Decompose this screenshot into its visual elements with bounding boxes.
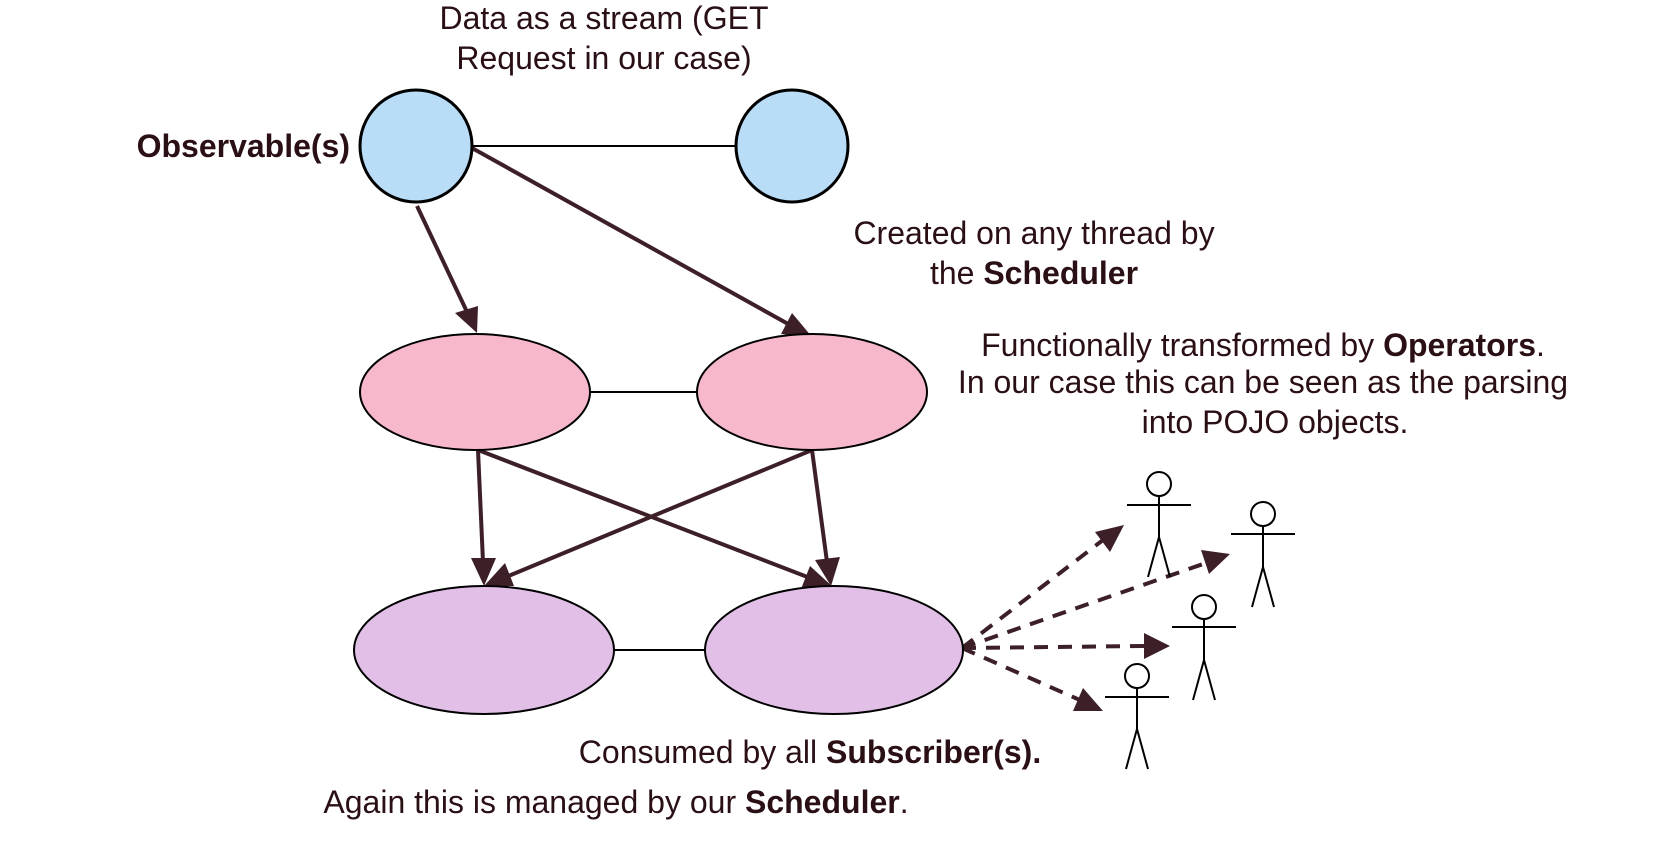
arrow-observable-to-operator-left [415,205,478,333]
stick-figure-subscriber-1 [1127,471,1191,578]
created-label-line2: the Scheduler [930,255,1138,291]
dashed-arrow-to-subscriber-3 [961,633,1170,659]
subscriber-node-left [353,585,615,715]
functional-label-line3: into POJO objects. [1142,404,1409,440]
data-stream-label-line1: Data as a stream (GET [440,0,769,36]
observable-node-left [358,88,474,204]
arrow-operator-right-to-subscriber-right [810,449,840,586]
data-stream-label-line2: Request in our case) [456,40,751,76]
observable-label: Observable(s) [137,128,350,164]
operator-node-right [696,333,928,451]
functional-label-line2: In our case this can be seen as the pars… [958,364,1568,400]
dashed-arrow-to-subscriber-4 [961,646,1103,711]
stick-figure-subscriber-3 [1172,594,1236,701]
dashed-arrow-to-subscriber-1 [960,525,1124,650]
arrow-observable-to-operator-right [471,146,812,337]
stick-figure-subscriber-4 [1105,663,1169,770]
observable-node-right [734,88,850,204]
created-label-line1: Created on any thread by [853,215,1214,251]
scheduler-keyword: Scheduler [983,255,1138,291]
subscriber-node-right [704,585,964,715]
subscribers-keyword: Subscriber(s). [826,734,1041,770]
scheduler-keyword-2: Scheduler [745,784,900,820]
consumed-label: Consumed by all Subscriber(s). [579,734,1041,770]
arrow-operator-right-to-subscriber-left [484,448,813,586]
arrow-operator-left-to-subscriber-left [471,449,496,586]
arrow-operator-left-to-subscriber-right [477,448,833,589]
dashed-arrow-to-subscriber-2 [961,550,1230,650]
stick-figure-subscriber-2 [1231,501,1295,608]
functional-label-line1: Functionally transformed by Operators. [981,327,1545,363]
operators-keyword: Operators [1383,327,1536,363]
operator-node-left [359,333,591,451]
again-managed-label: Again this is managed by our Scheduler. [323,784,908,820]
